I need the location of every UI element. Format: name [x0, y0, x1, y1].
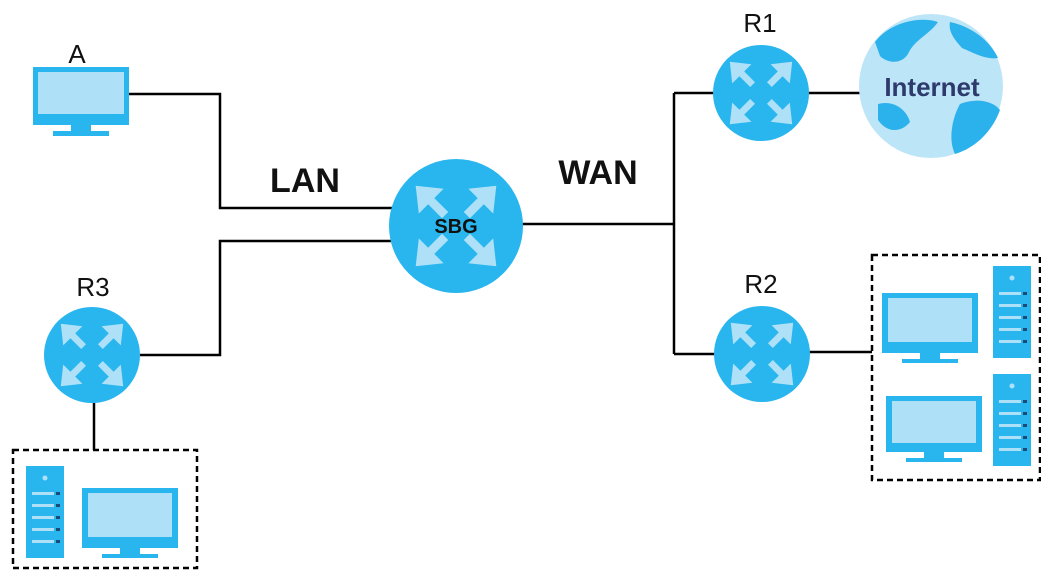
pc-monitor-icon [33, 67, 129, 136]
device-group-border [870, 253, 1041, 482]
r3-device-group [11, 448, 199, 570]
wan-label: WAN [558, 154, 637, 192]
device-group-border [11, 448, 199, 570]
internet-cloud: Internet [859, 14, 1003, 158]
link-a-sbg [128, 92, 395, 210]
link-r3-sbg [140, 239, 395, 357]
server-tower-icon [993, 266, 1031, 358]
r2-router: R2 [714, 269, 810, 402]
connection-lines [92, 91, 872, 450]
sbg-router: SBG [389, 159, 523, 293]
r3-router: R3 [44, 272, 140, 403]
r1-label: R1 [743, 8, 776, 38]
server-tower-icon [993, 374, 1031, 466]
pc-monitor-icon [82, 488, 178, 558]
router-icon [713, 45, 809, 141]
lan-label: LAN [270, 162, 340, 200]
sbg-label: SBG [434, 216, 477, 238]
internet-label: Internet [884, 72, 980, 102]
r2-device-group [870, 253, 1041, 482]
r3-label: R3 [76, 272, 109, 302]
pc-monitor-icon [882, 293, 978, 363]
host-a-pc: A [33, 39, 129, 136]
router-icon [714, 306, 810, 402]
r1-router: R1 [713, 8, 809, 141]
pc-monitor-icon [886, 396, 982, 462]
router-icon [44, 307, 140, 403]
host-a-label: A [68, 39, 86, 69]
server-tower-icon [26, 466, 64, 558]
r2-label: R2 [744, 269, 777, 299]
